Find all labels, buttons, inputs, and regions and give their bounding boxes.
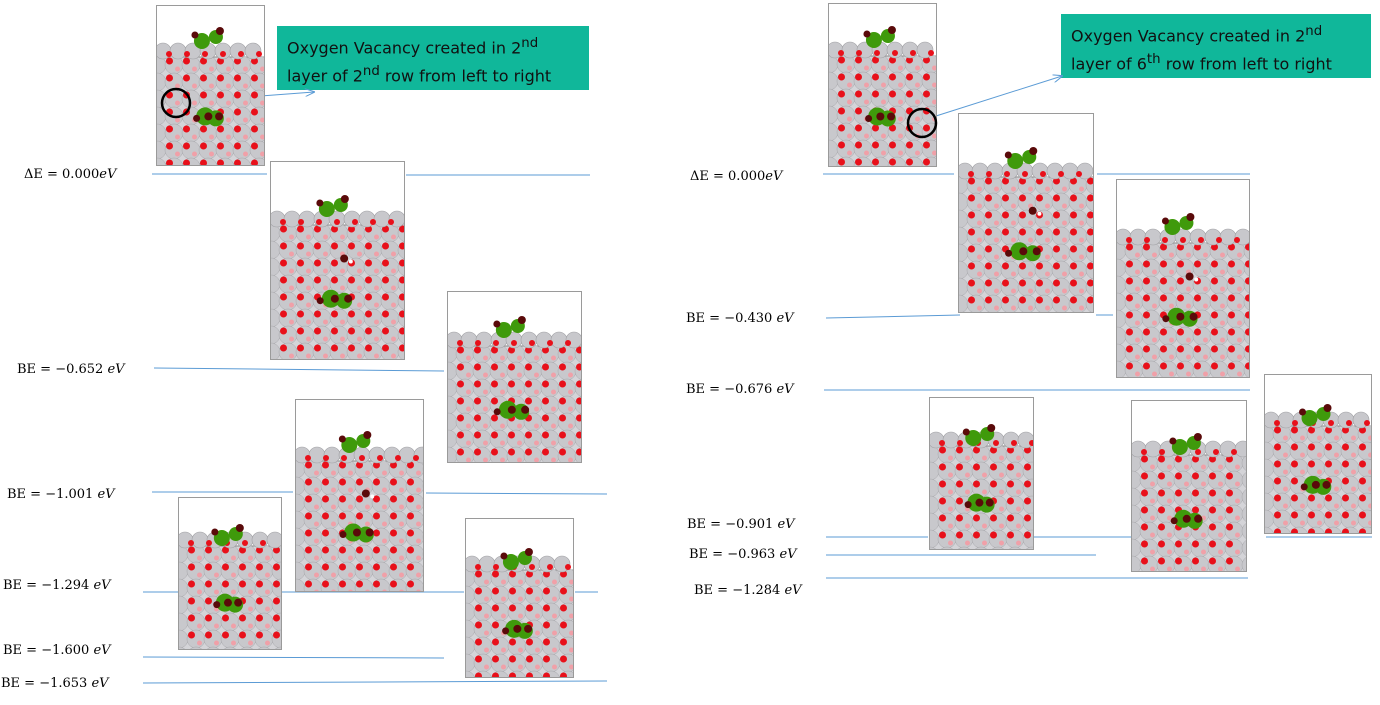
slab-structure-image (1131, 400, 1247, 572)
annotation-box-left: Oxygen Vacancy created in 2nd layer of 2… (277, 26, 589, 90)
annotation-text: layer of 2 (287, 66, 363, 86)
energy-label: BE = −1.284 eV (694, 583, 802, 598)
energy-label: BE = −0.963 eV (689, 547, 797, 562)
slab-structure-image (1264, 374, 1372, 534)
vacancy-arrow (935, 76, 1062, 117)
energy-level-line (425, 492, 608, 495)
energy-level-line (142, 656, 445, 659)
energy-level-line (825, 314, 961, 319)
energy-label: ΔE = 0.000eV (24, 167, 117, 182)
slab-structure-image (156, 5, 265, 166)
slab-structure-image (295, 399, 424, 592)
annotation-text: row from left to right (379, 66, 552, 86)
energy-label: BE = −0.652 eV (17, 362, 125, 377)
energy-label: BE = −0.676 eV (686, 382, 794, 397)
slab-structure-image (958, 113, 1094, 313)
energy-level-line (142, 680, 608, 684)
annotation-sup: nd (362, 64, 380, 80)
energy-label: BE = −1.001 eV (7, 487, 115, 502)
energy-label: BE = −1.600 eV (3, 643, 111, 658)
slab-structure-image (929, 397, 1034, 550)
energy-level-line (153, 367, 445, 372)
annotation-text: Oxygen Vacancy created in 2 (287, 38, 522, 58)
annotation-text: layer of 6 (1071, 54, 1147, 74)
annotation-sup: nd (521, 36, 539, 51)
annotation-box-right: Oxygen Vacancy created in 2nd layer of 6… (1061, 14, 1371, 78)
slab-structure-image (447, 291, 582, 463)
energy-label: BE = −0.430 eV (686, 311, 794, 326)
vacancy-circle-icon (160, 87, 192, 119)
energy-label: BE = −1.653 eV (1, 676, 109, 691)
annotation-text: row from left to right (1160, 54, 1332, 74)
annotation-sup: th (1146, 52, 1161, 68)
slab-structure-image (270, 161, 405, 360)
slab-structure-image (465, 518, 574, 678)
energy-label: ΔE = 0.000eV (690, 169, 783, 184)
slab-structure-image (178, 497, 282, 650)
slab-structure-image (828, 3, 937, 167)
energy-label: BE = −0.901 eV (687, 517, 795, 532)
slab-structure-image (1116, 179, 1250, 378)
annotation-sup: nd (1305, 24, 1323, 39)
annotation-text: Oxygen Vacancy created in 2 (1071, 26, 1306, 46)
energy-label: BE = −1.294 eV (3, 578, 111, 593)
vacancy-circle-icon (906, 107, 938, 139)
